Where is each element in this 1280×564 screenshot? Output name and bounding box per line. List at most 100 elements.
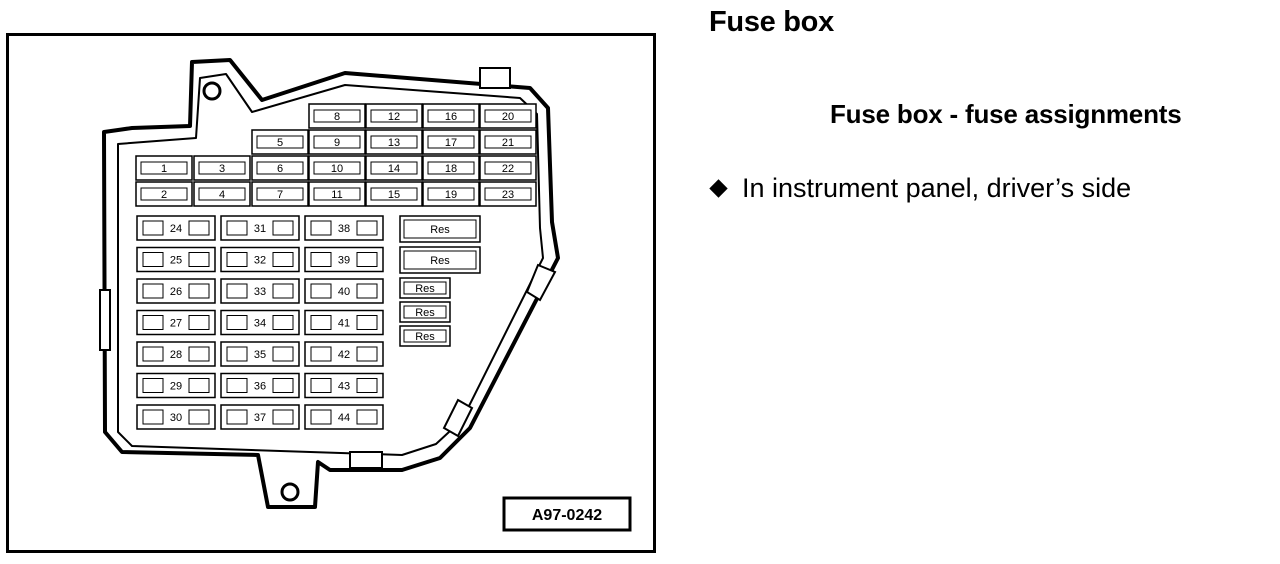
large-fuse: 32 (220, 246, 300, 273)
fuse-number: 11 (331, 189, 342, 201)
relay-slot: Res (399, 246, 481, 274)
fuse-body (370, 187, 418, 201)
small-fuse: 21 (479, 129, 537, 155)
diamond-bullet-icon (709, 179, 728, 198)
small-fuse: 6 (251, 155, 309, 181)
fuse-body (198, 187, 246, 201)
fuse-body (140, 161, 188, 175)
fuse-terminal (226, 220, 248, 236)
fuse-cell (422, 181, 480, 207)
small-fuse: 7 (251, 181, 309, 207)
fuse-cell (220, 404, 300, 430)
fuse-cell (136, 246, 216, 273)
page-title: Fuse box (709, 6, 834, 38)
fuse-body (370, 135, 418, 149)
relay-body (403, 305, 447, 319)
fuse-number: 32 (254, 255, 266, 267)
fuse-cell (220, 372, 300, 399)
fuse-number: 34 (254, 318, 266, 330)
fuse-body (256, 135, 304, 149)
fuse-terminal (142, 346, 164, 362)
fuse-number: 12 (388, 111, 400, 123)
fuse-terminal (226, 378, 248, 393)
fuse-terminal (226, 252, 248, 267)
fuse-number: 18 (445, 163, 457, 175)
fuse-cell (193, 155, 251, 181)
fuse-number: 30 (170, 412, 182, 424)
fuse-terminal (272, 283, 294, 299)
fuse-box-inner-outline (117, 73, 544, 456)
fuse-terminal (356, 409, 378, 425)
fuse-cell (220, 278, 300, 304)
fuse-cell (479, 103, 537, 129)
fuse-cell (422, 103, 480, 129)
large-fuse: 31 (220, 215, 300, 241)
fuse-number: 1 (161, 163, 167, 175)
small-fuse: 1 (135, 155, 193, 181)
relay-slot: Res (399, 215, 481, 243)
fuse-body (256, 187, 304, 201)
small-fuse: 4 (193, 181, 251, 207)
fuse-terminal (188, 409, 210, 425)
fuse-cell (308, 129, 366, 155)
fuse-terminal (272, 378, 294, 393)
fuse-body (484, 161, 532, 175)
small-fuse: 15 (365, 181, 423, 207)
location-note: In instrument panel, driver’s side (709, 173, 1132, 204)
fuse-cell (136, 215, 216, 241)
small-fuse: 17 (422, 129, 480, 155)
fuse-body (313, 187, 361, 201)
fuse-number: 27 (170, 318, 182, 330)
fuse-number: 22 (502, 163, 514, 175)
top-tab (479, 67, 511, 89)
fuse-number: 14 (388, 163, 400, 175)
fuse-number: 19 (445, 189, 457, 201)
fuse-cell (304, 341, 384, 367)
fuse-cell (193, 181, 251, 207)
right-clip-lower (442, 398, 474, 438)
fuse-number: 35 (254, 349, 266, 361)
reference-label-box (502, 496, 632, 532)
fuse-cell (422, 155, 480, 181)
fuse-terminal (142, 252, 164, 267)
fuse-number: 7 (277, 189, 283, 201)
fuse-body (313, 109, 361, 123)
fuse-cell (365, 129, 423, 155)
fuse-number: 23 (502, 189, 514, 201)
large-fuse: 24 (136, 215, 216, 241)
relay-body (403, 219, 477, 239)
fuse-number: 17 (445, 137, 457, 149)
fuse-number: 29 (170, 381, 182, 393)
fuse-terminal (188, 346, 210, 362)
small-fuse: 12 (365, 103, 423, 129)
location-text: In instrument panel, driver’s side (742, 173, 1132, 203)
large-fuse: 34 (220, 309, 300, 336)
fuse-body (256, 161, 304, 175)
fuse-body (427, 161, 475, 175)
fuse-number: 36 (254, 381, 266, 393)
fuse-cell (220, 215, 300, 241)
small-fuse: 16 (422, 103, 480, 129)
fuse-terminal (272, 315, 294, 330)
fuse-cell (304, 404, 384, 430)
fuse-number: 37 (254, 412, 266, 424)
fuse-terminal (188, 283, 210, 299)
relay-cell (399, 277, 451, 299)
fuse-terminal (188, 220, 210, 236)
fuse-cell (365, 155, 423, 181)
fuse-body (427, 135, 475, 149)
fuse-terminal (310, 409, 332, 425)
fuse-cell (365, 181, 423, 207)
reference-code: A97-0242 (532, 507, 602, 524)
fuse-cell (304, 309, 384, 336)
fuse-terminal (226, 283, 248, 299)
fuse-cell (422, 129, 480, 155)
fuse-body (484, 187, 532, 201)
fuse-number: 28 (170, 349, 182, 361)
fuse-number: 15 (388, 189, 400, 201)
fuse-cell (220, 309, 300, 336)
small-fuse: 22 (479, 155, 537, 181)
fuse-cell (304, 215, 384, 241)
